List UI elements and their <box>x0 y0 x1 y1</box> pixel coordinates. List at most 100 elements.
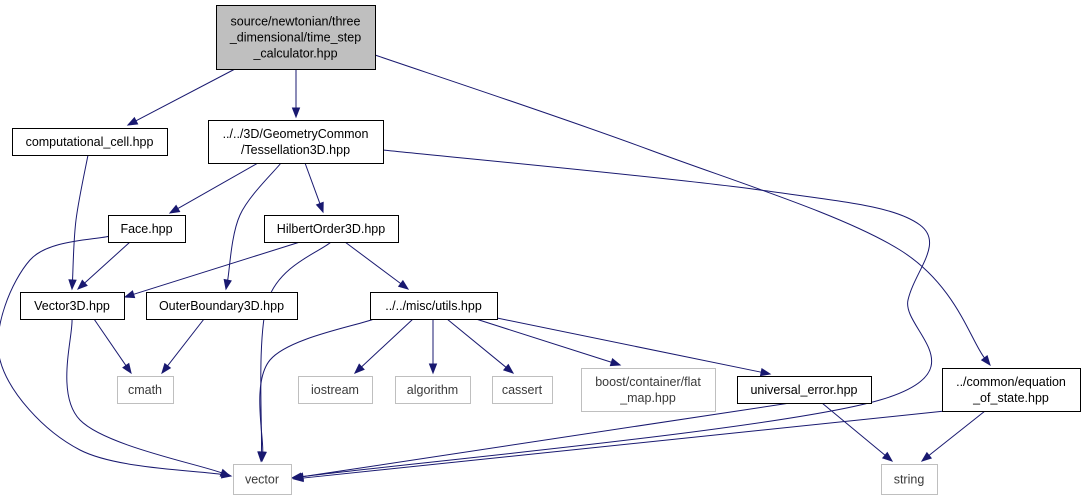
edge-line <box>93 318 127 366</box>
node-tessellation3d[interactable]: ../../3D/GeometryCommon/Tessellation3D.h… <box>208 120 384 164</box>
node-label: ../../misc/utils.hpp <box>385 299 482 313</box>
edge-root-to-equation_of_state <box>374 54 991 367</box>
node-cmath: cmath <box>117 376 174 404</box>
node-vector3d[interactable]: Vector3D.hpp <box>20 292 125 320</box>
edge-arrowhead <box>291 107 301 119</box>
node-label: string <box>894 473 925 487</box>
node-equation-of-state[interactable]: ../common/equation_of_state.hpp <box>942 368 1081 412</box>
node-label: universal_error.hpp <box>750 383 857 397</box>
edge-universal_error-to-string <box>821 402 894 462</box>
edge-vector3d-to-cmath <box>93 318 132 375</box>
node-label: computational_cell.hpp <box>26 135 154 149</box>
node-box <box>881 464 938 495</box>
edge-arrowhead <box>980 354 991 367</box>
node-face[interactable]: Face.hpp <box>108 215 186 243</box>
edge-arrowhead <box>223 278 232 291</box>
edge-line <box>260 241 332 453</box>
edge-line <box>302 410 946 479</box>
edge-arrowhead <box>123 290 136 299</box>
node-label: /Tessellation3D.hpp <box>241 143 350 157</box>
node-outerboundary3d[interactable]: OuterBoundary3D.hpp <box>146 292 298 320</box>
edge-computational_cell-to-vector3d <box>68 154 89 291</box>
node-label: ../../3D/GeometryCommon <box>223 127 369 141</box>
node-box <box>395 376 471 404</box>
edge-line <box>304 162 321 204</box>
node-utils[interactable]: ../../misc/utils.hpp <box>370 292 498 320</box>
edge-line <box>374 54 985 359</box>
edge-line <box>0 235 223 475</box>
edge-root-to-tessellation3d <box>291 69 301 119</box>
edge-arrowhead <box>122 362 132 375</box>
edge-tessellation3d-to-hilbertorder3d <box>304 162 324 214</box>
node-box <box>146 292 298 320</box>
edge-line <box>259 318 375 453</box>
node-string: string <box>881 464 938 495</box>
edge-equation_of_state-to-vector <box>292 410 946 483</box>
edge-utils-to-cassert <box>446 318 515 374</box>
edge-arrowhead <box>609 358 622 367</box>
node-box <box>216 5 376 70</box>
nodes-layer: source/newtonian/three _dimensional/time_… <box>12 5 1081 495</box>
node-box <box>298 376 373 404</box>
node-universal-error[interactable]: universal_error.hpp <box>737 376 872 404</box>
edge-arrowhead <box>315 201 324 214</box>
edge-arrowhead <box>76 279 88 290</box>
edge-tessellation3d-to-face <box>168 162 259 214</box>
edge-arrowhead <box>258 451 267 463</box>
node-box <box>108 215 186 243</box>
edge-arrowhead <box>502 363 515 374</box>
node-algorithm: algorithm <box>395 376 471 404</box>
edge-line <box>135 68 236 122</box>
edge-arrowhead <box>353 363 365 374</box>
node-iostream: iostream <box>298 376 373 404</box>
edge-arrowhead <box>881 451 894 462</box>
edge-utils-to-algorithm <box>428 319 438 375</box>
edge-arrowhead <box>68 279 77 291</box>
edge-arrowhead <box>759 367 772 377</box>
node-label: boost/container/flat <box>595 375 701 389</box>
edge-face-to-vector3d <box>76 241 131 290</box>
edge-line <box>475 318 612 363</box>
edge-tessellation3d-to-outerboundary3d <box>223 162 282 291</box>
edge-hilbertorder3d-to-vector <box>257 241 332 463</box>
edge-line <box>133 241 301 295</box>
edge-line <box>72 154 89 281</box>
edge-line <box>177 162 259 209</box>
edge-utils-to-iostream <box>353 318 414 374</box>
edge-line <box>928 410 986 456</box>
node-box <box>208 120 384 164</box>
edge-arrowhead <box>292 473 304 483</box>
edge-line <box>496 317 762 373</box>
node-cassert: cassert <box>492 376 553 404</box>
node-flat-map: boost/container/flat_map.hpp <box>581 368 716 412</box>
node-root[interactable]: source/newtonian/three _dimensional/time_… <box>216 5 376 70</box>
edge-line <box>84 241 131 284</box>
node-label: vector <box>245 473 279 487</box>
edge-arrowhead <box>161 362 172 375</box>
edge-arrowhead <box>219 468 232 477</box>
edge-hilbertorder3d-to-vector3d <box>123 241 301 299</box>
node-computational-cell[interactable]: computational_cell.hpp <box>12 128 168 156</box>
edge-arrowhead <box>428 363 438 375</box>
edge-line <box>361 318 414 368</box>
edge-line <box>167 318 205 367</box>
node-label: source/newtonian/three <box>231 15 361 29</box>
node-hilbertorder3d[interactable]: HilbertOrder3D.hpp <box>264 215 399 243</box>
edge-line <box>227 162 282 281</box>
edge-equation_of_state-to-string <box>920 410 986 462</box>
node-box <box>12 128 168 156</box>
edge-utils-to-universal_error <box>496 317 772 377</box>
node-label: cmath <box>128 383 162 397</box>
node-label: iostream <box>311 383 359 397</box>
node-box <box>117 376 174 404</box>
node-label: HilbertOrder3D.hpp <box>277 222 385 236</box>
node-box <box>20 292 125 320</box>
node-label: _calculator.hpp <box>252 47 337 61</box>
edge-arrowhead <box>168 204 181 214</box>
edge-utils-to-vector <box>258 318 375 463</box>
edge-face-to-vector <box>0 235 233 479</box>
node-label: cassert <box>502 383 543 397</box>
node-box <box>942 368 1081 412</box>
node-label: _dimensional/time_step <box>229 31 361 45</box>
